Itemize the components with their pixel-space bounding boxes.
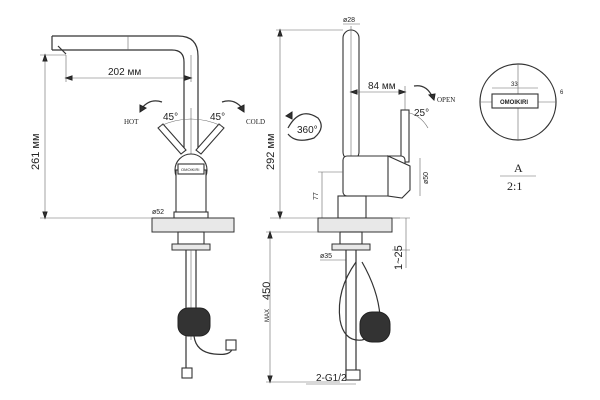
- dim-77-label: 77: [313, 192, 320, 200]
- offset-label: 84 мм: [368, 81, 396, 92]
- angle-left-label: 45°: [163, 112, 178, 123]
- lever-cold: [195, 123, 225, 155]
- front-weight: [177, 307, 211, 337]
- thread-label: 2-G1/2: [316, 373, 347, 384]
- rotation-label: 360°: [297, 125, 318, 136]
- spout-tip: [57, 45, 67, 55]
- side-hose: [338, 261, 381, 341]
- hot-label: HOT: [124, 118, 139, 126]
- front-height-label: 261 мм: [30, 133, 42, 170]
- detail-brand: OMOIKIRI: [500, 100, 528, 106]
- side-countertop: [317, 217, 393, 233]
- lever-hot: [157, 123, 187, 155]
- side-body-diameter: ø50: [423, 172, 430, 184]
- cold-label: COLD: [246, 118, 265, 126]
- open-angle-label: 25°: [414, 108, 429, 119]
- open-label: OPEN: [437, 96, 455, 104]
- side-height-label: 292 мм: [265, 133, 277, 170]
- front-brand: OMOIKIRI: [181, 167, 199, 172]
- shank-diameter-label: ø35: [320, 253, 332, 260]
- front-reach-label: 202 мм: [108, 67, 141, 78]
- front-base-diameter: ø52: [152, 209, 164, 216]
- side-lever: [400, 109, 410, 163]
- detail-badge: [491, 93, 539, 109]
- side-weight: [359, 311, 391, 343]
- side-view: ø28 360° 84 мм OPEN 25° ø50 77: [261, 17, 455, 385]
- side-top-diameter: ø28: [343, 17, 355, 24]
- front-base: [173, 211, 209, 219]
- detail-a: 33 OMOIKIRI 6 A 2:1: [479, 63, 564, 193]
- open-arrow-icon: [413, 85, 433, 97]
- front-spout: [51, 35, 199, 150]
- rotation-icon: [287, 113, 322, 141]
- angle-right-label: 45°: [210, 112, 225, 123]
- detail-view-label: A: [514, 161, 523, 175]
- front-hose: [193, 335, 233, 355]
- detail-scale-label: 2:1: [507, 179, 522, 193]
- side-base: [337, 195, 367, 219]
- hose-length-label: 450: [261, 282, 273, 300]
- max-label: MAX: [265, 309, 271, 322]
- front-view: 202 мм 261 мм HOT COLD 45° 45° OMOIKIRI …: [30, 35, 265, 379]
- detail-width-label: 33: [511, 82, 518, 88]
- hot-arrow-icon: [141, 100, 163, 109]
- front-countertop: [151, 217, 235, 233]
- cold-arrow-icon: [221, 100, 243, 109]
- countertop-range-label: 1~25: [393, 245, 405, 270]
- detail-small-dim: 6: [560, 90, 564, 96]
- front-body: [175, 169, 207, 215]
